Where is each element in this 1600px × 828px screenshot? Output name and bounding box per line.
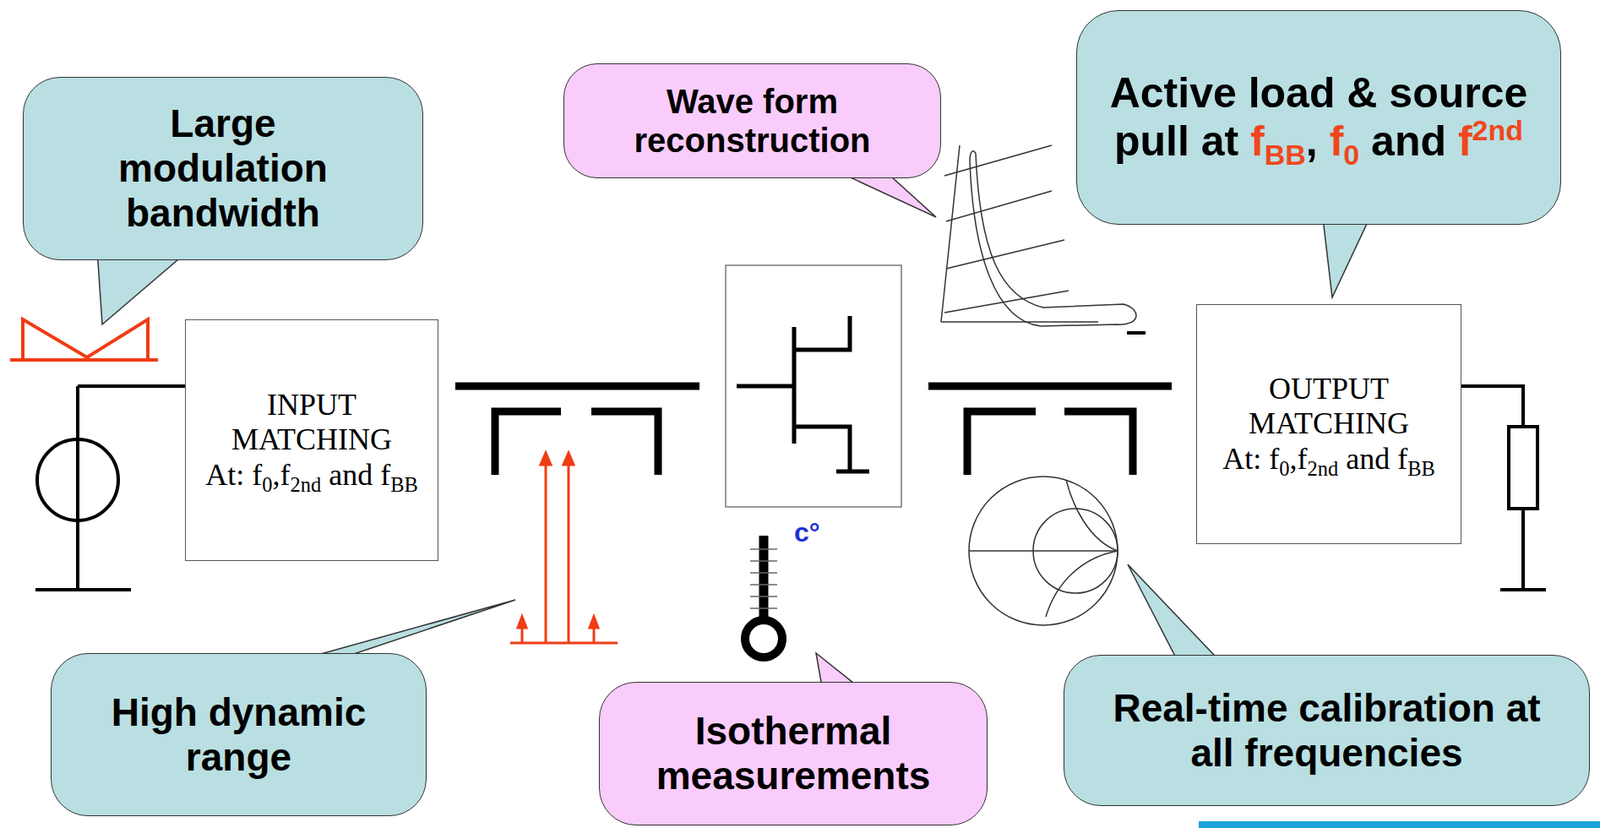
smith-chart	[968, 476, 1118, 626]
dash	[1126, 331, 1146, 335]
resistor-symbol	[1508, 426, 1538, 509]
baseline	[10, 358, 158, 362]
iv-curve	[944, 290, 1069, 313]
axis	[941, 321, 1099, 323]
output-bias-tee	[928, 386, 1172, 475]
tick	[750, 583, 778, 586]
ground-symbol	[35, 587, 131, 592]
smith-arc	[1045, 550, 1118, 617]
callout-text: Wave form reconstruction	[576, 81, 930, 160]
thermometer	[745, 535, 783, 658]
callout-text: High dynamic range	[87, 690, 391, 780]
matching-box: INPUT MATCHINGAt: f0,f2nd and fBB	[185, 319, 439, 561]
coupler-bracket	[1064, 411, 1133, 475]
arrowhead	[589, 616, 599, 628]
iv-curve	[946, 239, 1065, 269]
tick	[750, 560, 778, 562]
modulation-symbol	[10, 319, 158, 360]
arrowhead	[540, 452, 551, 465]
coupler-bracket	[591, 411, 659, 475]
spectrum-shape	[22, 319, 148, 360]
load-circuit	[1461, 386, 1546, 590]
arrowhead	[517, 616, 527, 628]
box-text: At: f0,f2nd and fBB	[1222, 441, 1436, 477]
coupler-bracket	[967, 411, 1036, 475]
callout-bubble: Active load & source pull at fBB, f0 and…	[1076, 10, 1562, 225]
thermometer-stem	[759, 535, 769, 620]
thermometer-bulb	[745, 620, 783, 658]
tick	[750, 548, 778, 550]
tick	[750, 595, 778, 598]
callout-tail	[97, 249, 191, 325]
box-text: OUTPUT MATCHING	[1215, 371, 1443, 442]
source-circuit	[35, 386, 186, 590]
callout-bubble: High dynamic range	[50, 653, 427, 817]
baseline	[510, 642, 618, 645]
callout-text: Real-time calibration at all frequencies	[1091, 685, 1563, 776]
coupler-bracket	[495, 411, 561, 475]
unit-label: c°	[794, 517, 821, 549]
callout-bubble: Large modulation bandwidth	[22, 76, 424, 261]
callout-text: Large modulation bandwidth	[84, 101, 362, 236]
footer-bar	[1198, 821, 1600, 828]
matching-box: OUTPUT MATCHINGAt: f0,f2nd and fBB	[1196, 304, 1462, 545]
box-text: INPUT MATCHING	[202, 387, 421, 458]
smith-arc	[1066, 479, 1118, 551]
callout-bubble: Wave form reconstruction	[563, 63, 942, 179]
tick	[750, 571, 778, 574]
arrowhead	[563, 452, 574, 465]
ground-symbol	[1500, 587, 1546, 592]
transmission-line	[455, 382, 700, 391]
input-bias-tee	[455, 386, 700, 475]
spectrum-arrows	[510, 452, 618, 643]
callout-bubble: Isothermal measurements	[598, 681, 988, 826]
thermometer-ticks	[750, 549, 778, 609]
transmission-line	[928, 382, 1172, 391]
source	[794, 426, 850, 472]
iv-curve	[944, 145, 1052, 176]
iv-curve	[946, 190, 1052, 222]
wire	[76, 386, 80, 590]
gate	[736, 384, 795, 389]
smith-axis	[968, 549, 1118, 552]
tick	[750, 607, 778, 610]
callout-bubble: Real-time calibration at all frequencies	[1063, 654, 1590, 806]
transistor-symbol	[736, 315, 870, 472]
source-terminal	[836, 469, 870, 474]
callout-text: Isothermal measurements	[616, 708, 970, 799]
drain	[794, 315, 850, 350]
smith-outer	[968, 476, 1118, 626]
callout-text: Active load & source pull at fBB, f0 and…	[1099, 69, 1538, 167]
arrow	[567, 462, 571, 643]
wire	[1461, 386, 1524, 427]
device-box	[725, 265, 902, 507]
wire	[1521, 508, 1525, 590]
wire	[77, 384, 186, 388]
box-text: At: f0,f2nd and fBB	[205, 457, 419, 493]
arrow	[544, 462, 548, 643]
